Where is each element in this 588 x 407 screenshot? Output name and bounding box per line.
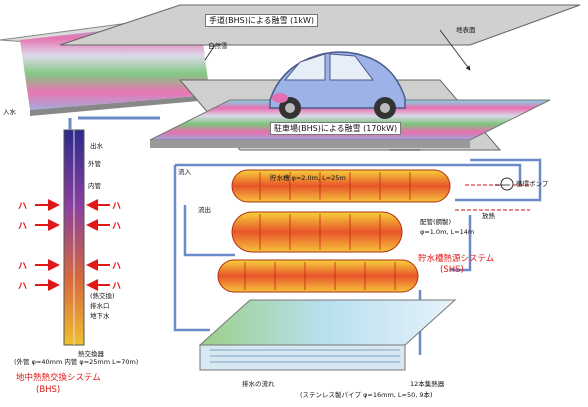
label-pipe-spec: 配管(鋼製): [420, 218, 452, 226]
label-tank-system: 貯水槽熱源システム: [418, 254, 495, 264]
pipe-network-red: [455, 184, 530, 211]
label-inflow: 流入: [178, 168, 191, 176]
label-small-3: 地下水: [90, 312, 110, 320]
label-outer-pipe: 外管: [88, 160, 101, 168]
leader-lines: [204, 29, 510, 186]
label-outflow: 流出: [198, 206, 211, 214]
label-bhs-system: 地中熱熱交換システム: [16, 373, 101, 383]
label-ground-cover: 地表面: [456, 26, 476, 34]
label-outlet: 出水: [90, 142, 103, 150]
label-inner-pipe: 内管: [88, 182, 101, 190]
label-pipe-spec-2: φ=1.0m, L=14m: [420, 228, 475, 236]
road-slab-middle: [149, 99, 551, 148]
heat-label-2: ハ: [18, 222, 28, 232]
tank-ribs: [244, 172, 411, 290]
label-heat-pump: 循環ポンプ: [516, 180, 549, 188]
snow-surface-plane: [59, 4, 581, 46]
heat-label-1: ハ: [18, 202, 28, 212]
heat-label-5: ハ: [112, 202, 122, 212]
heat-label-4: ハ: [18, 282, 28, 292]
label-stainless-pipe: (ステンレス製パイプ φ=16mm, L=50, 9本): [300, 391, 433, 399]
label-release: 放熱: [482, 212, 495, 220]
label-heat-exchanger: 熱交換器: [78, 350, 104, 358]
label-bhs-system-code: (BHS): [36, 385, 61, 395]
label-tank-spec: 貯水槽 φ=2.0m, L=25m: [270, 174, 346, 182]
heat-label-6: ハ: [112, 222, 122, 232]
label-exchanger: 12本集熱器: [410, 380, 445, 388]
label-small-2: 排水口: [90, 302, 110, 310]
label-small-1: (熱交換): [90, 292, 115, 300]
label-snow-melt-road: 手道(BHS)による融雪 (1kW): [205, 14, 319, 27]
circulation-pump: [500, 177, 514, 191]
heat-label-7: ハ: [112, 262, 122, 272]
borehole-well: [63, 116, 160, 346]
heat-inflow-arrows: [35, 199, 110, 291]
heat-exchanger: [198, 299, 457, 371]
label-natural-melt: 自然雪: [208, 42, 228, 50]
storage-tanks: [217, 169, 451, 293]
label-bhs-spec: (外管 φ=40mm 内管 φ=25mm L=70m): [14, 358, 139, 366]
car-illustration: [269, 51, 406, 119]
heat-label-8: ハ: [112, 282, 122, 292]
label-parking-melt: 駐車場(BHS)による融雪 (170kW): [270, 122, 402, 135]
heat-label-3: ハ: [18, 262, 28, 272]
label-tank-system-code: (SHS): [440, 265, 464, 275]
label-bottom-drain: 排水の流れ: [242, 380, 275, 388]
label-inlet: 入水: [3, 108, 16, 116]
